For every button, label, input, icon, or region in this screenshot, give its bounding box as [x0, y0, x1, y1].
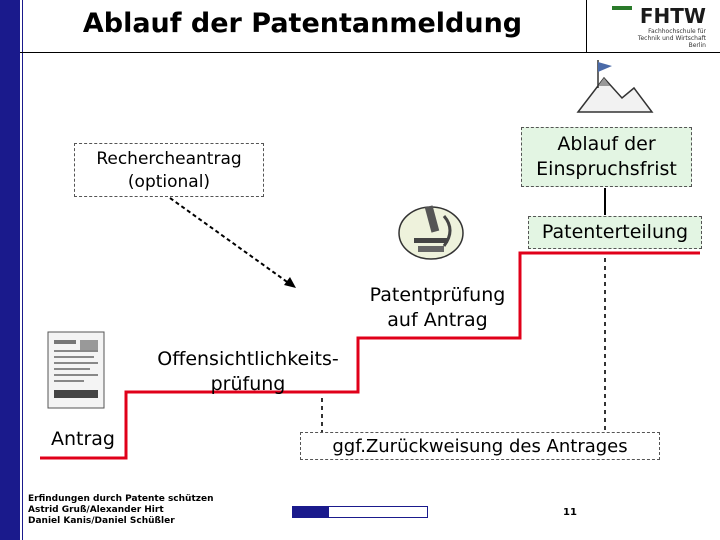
footer-line: Daniel Kanis/Daniel Schüßler — [28, 516, 175, 526]
erteilung-box: Patenterteilung — [528, 216, 702, 249]
page-number: 11 — [563, 507, 577, 518]
logo-subtitle-line: Technik und Wirtschaft — [637, 35, 706, 42]
slide-title: Ablauf der Patentanmeldung — [82, 8, 523, 39]
pruefung-line: auf Antrag — [387, 309, 488, 331]
mountain-flag-icon — [576, 60, 654, 113]
document-icon — [47, 331, 105, 409]
offensicht-line: prüfung — [210, 373, 286, 395]
progress-bar — [292, 506, 428, 518]
footer-credits: Erfindungen durch Patente schützen Astri… — [28, 494, 278, 527]
step-line — [40, 251, 700, 460]
antrag-label: Antrag — [50, 428, 115, 450]
logo-name: FHTW — [639, 4, 706, 28]
title-separator — [586, 0, 587, 52]
footer-line: Erfindungen durch Patente schützen — [28, 494, 214, 504]
dashed-arrow — [169, 197, 291, 285]
progress-fill — [293, 507, 330, 517]
recherche-line: Rechercheantrag — [96, 149, 242, 169]
pruefung-label: Patentprüfung auf Antrag — [355, 283, 520, 333]
logo-subtitle-line: Berlin — [688, 42, 706, 49]
logo-mark — [612, 6, 632, 10]
einspruch-box: Ablauf der Einspruchsfrist — [521, 127, 692, 187]
microscope-icon — [398, 205, 464, 260]
left-accent-bar — [0, 0, 20, 540]
recherche-line: (optional) — [127, 172, 211, 192]
zurueckweisung-box: ggf.Zurückweisung des Antrages — [300, 432, 660, 460]
offensicht-line: Offensichtlichkeits- — [157, 348, 339, 370]
arrow-head — [284, 277, 296, 288]
left-accent-line — [22, 0, 23, 540]
logo-subtitle: Fachhochschule für Technik und Wirtschaf… — [606, 28, 706, 49]
recherche-box: Rechercheantrag (optional) — [74, 143, 264, 197]
einspruch-line: Ablauf der — [557, 133, 656, 155]
footer-line: Astrid Gruß/Alexander Hirt — [28, 505, 164, 515]
pruefung-line: Patentprüfung — [369, 284, 506, 306]
title-divider — [20, 52, 720, 53]
offensicht-label: Offensichtlichkeits- prüfung — [138, 347, 358, 397]
logo-subtitle-line: Fachhochschule für — [648, 28, 706, 35]
einspruch-line: Einspruchsfrist — [536, 158, 677, 180]
